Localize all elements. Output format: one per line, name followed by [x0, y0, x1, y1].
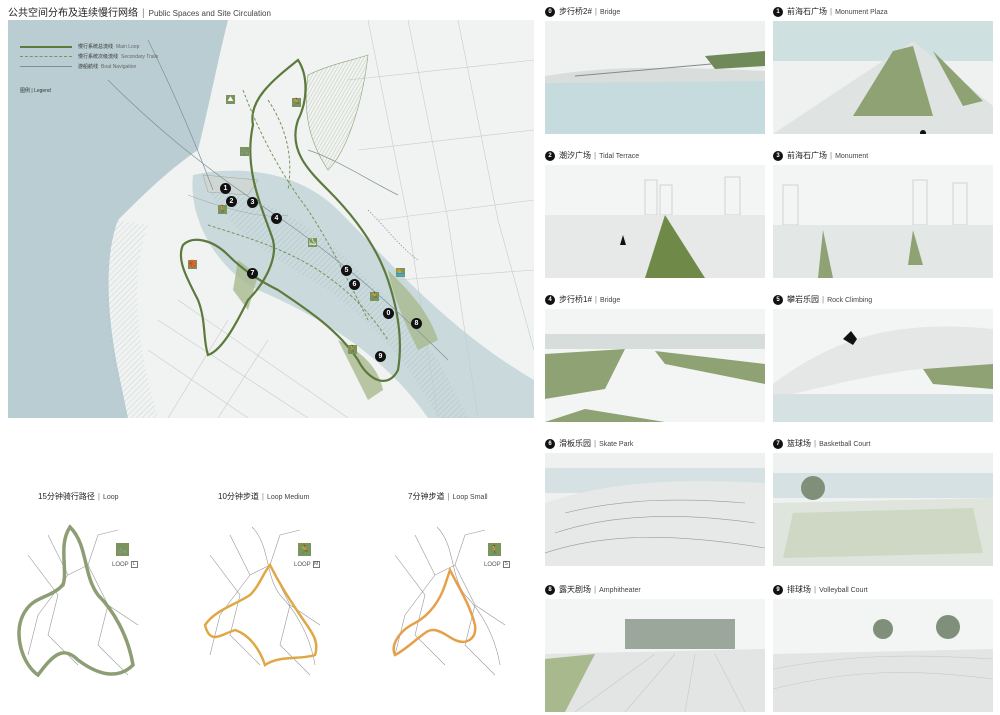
- map-title-cn: 公共空间分布及连续慢行网络: [8, 8, 138, 19]
- map-marker-1: 1: [220, 183, 231, 194]
- map-marker-9: 9: [375, 351, 386, 362]
- legend-title: 图例 | Legend: [20, 88, 51, 94]
- map-marker-7: 7: [247, 268, 258, 279]
- walker-icon: 🚶: [218, 205, 227, 214]
- loop-large-diagram: [17, 524, 139, 678]
- loop-large-title: 15分钟骑行路径|Loop: [38, 492, 119, 501]
- loop-medium-diagram: [203, 526, 321, 676]
- loop-medium-route: [203, 562, 318, 667]
- walker-icon: 🚶: [348, 345, 357, 354]
- runner-icon: 🏃: [298, 543, 311, 556]
- map-marker-3: 3: [247, 197, 258, 208]
- park-east: [388, 270, 438, 350]
- map-title-en: Public Spaces and Site Circulation: [148, 9, 271, 18]
- loop-small-title: 7分钟步道|Loop Small: [408, 492, 488, 501]
- runner-icon: 🏃: [292, 98, 301, 107]
- skater-icon: ⛸: [308, 238, 317, 247]
- runner-icon: 🏃: [370, 292, 379, 301]
- map-marker-4: 4: [271, 213, 282, 224]
- loop-large-route: [17, 524, 135, 678]
- loop-medium-title: 10分钟步道|Loop Medium: [218, 492, 310, 501]
- sea-area: [8, 20, 228, 418]
- site-map-drawing: [8, 20, 534, 418]
- climber-icon: ⛰: [226, 95, 235, 104]
- swimmer-icon: 🏊: [396, 268, 405, 277]
- map-marker-8: 8: [411, 318, 422, 329]
- park-north: [305, 54, 369, 171]
- park-south: [338, 340, 383, 400]
- map-marker-6: 6: [349, 279, 360, 290]
- cyclist-icon: 🚲: [116, 543, 129, 556]
- map-marker-5: 5: [341, 265, 352, 276]
- walker-icon: 🚶: [488, 543, 501, 556]
- basketball-icon: 🏀: [188, 260, 197, 269]
- cyclist-icon: 🚲: [240, 147, 249, 156]
- map-marker-2: 2: [226, 196, 237, 207]
- map-title: 公共空间分布及连续慢行网络|Public Spaces and Site Cir…: [8, 8, 271, 19]
- loop-small-diagram: [392, 526, 506, 676]
- main-loop-route: [179, 58, 402, 382]
- map-marker-0: 0: [383, 308, 394, 319]
- loop-small-route: [392, 566, 477, 657]
